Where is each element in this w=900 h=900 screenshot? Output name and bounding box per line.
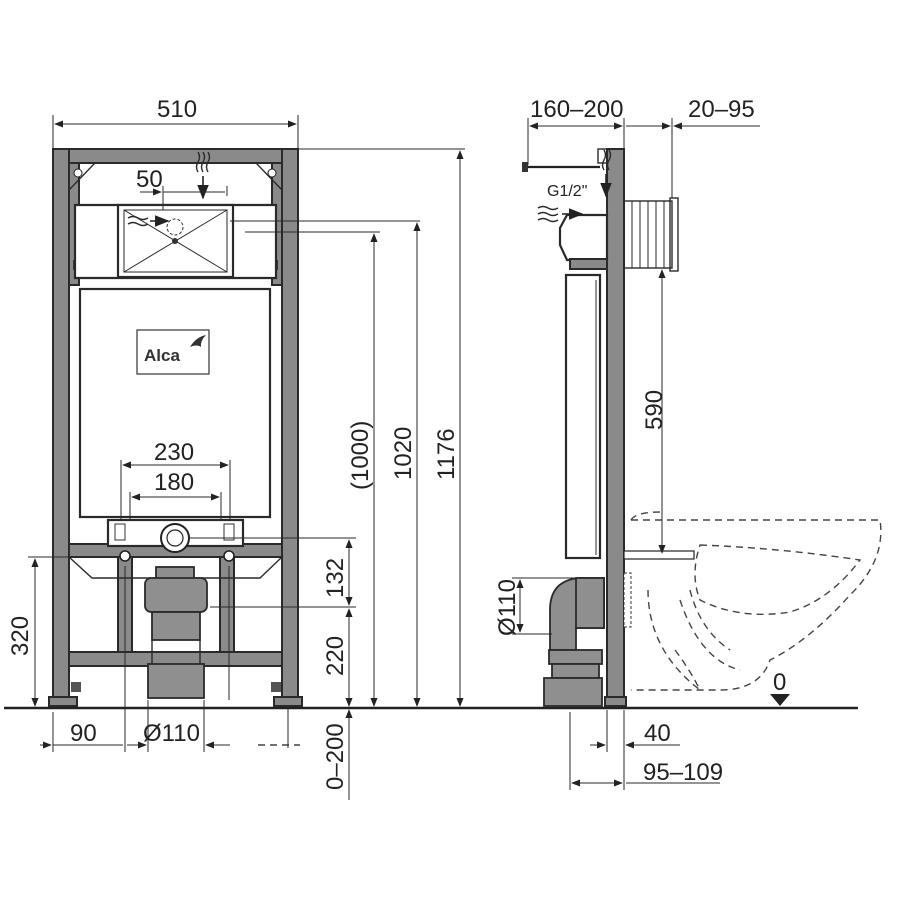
dim-depth-160-200: 160–200 bbox=[530, 96, 623, 123]
dim-outlet-inner: 180 bbox=[154, 469, 194, 496]
drain-pipe-front bbox=[144, 566, 208, 699]
dim-offset-95-109: 95–109 bbox=[643, 759, 723, 786]
dim-flush-offset: 50 bbox=[136, 166, 163, 193]
dim-height-590: 590 bbox=[641, 390, 668, 430]
toilet-bowl-outline bbox=[630, 511, 882, 691]
dim-height-1020: 1020 bbox=[390, 427, 417, 480]
side-frame bbox=[522, 148, 695, 707]
floor-level-icon bbox=[770, 694, 790, 706]
dim-depth-20-95: 20–95 bbox=[688, 96, 755, 123]
floor-zero-label: 0 bbox=[773, 669, 786, 696]
dim-foot: 90 bbox=[70, 720, 97, 747]
cistern-body bbox=[78, 287, 272, 519]
dim-offset-40: 40 bbox=[644, 720, 671, 747]
dim-outlet-outer: 230 bbox=[154, 439, 194, 466]
logo-text: Alca bbox=[144, 346, 180, 365]
dimension-lines-side bbox=[512, 118, 790, 790]
water-inlet-icon bbox=[127, 151, 211, 227]
dimension-lines-front bbox=[28, 115, 465, 800]
dim-height-1176: 1176 bbox=[433, 428, 460, 480]
dim-height-1000: (1000) bbox=[347, 421, 374, 490]
thread-label: G1/2" bbox=[547, 183, 587, 200]
dim-width: 510 bbox=[157, 96, 197, 123]
dim-pipe-side: Ø110 bbox=[494, 579, 521, 636]
alca-logo: Alca bbox=[136, 329, 210, 375]
dim-pipe-front: Ø110 bbox=[143, 720, 200, 747]
dim-height-320: 320 bbox=[7, 616, 34, 656]
dim-height-132: 132 bbox=[322, 558, 349, 598]
outlet-block bbox=[106, 518, 245, 562]
dim-foot-adjust: 0–200 bbox=[322, 723, 349, 790]
flush-opening bbox=[73, 203, 278, 280]
drain-pipe-side bbox=[543, 577, 605, 707]
water-inlet-icon bbox=[537, 149, 612, 223]
alca-bird-logo-icon bbox=[190, 335, 206, 347]
dim-height-220: 220 bbox=[322, 636, 349, 676]
